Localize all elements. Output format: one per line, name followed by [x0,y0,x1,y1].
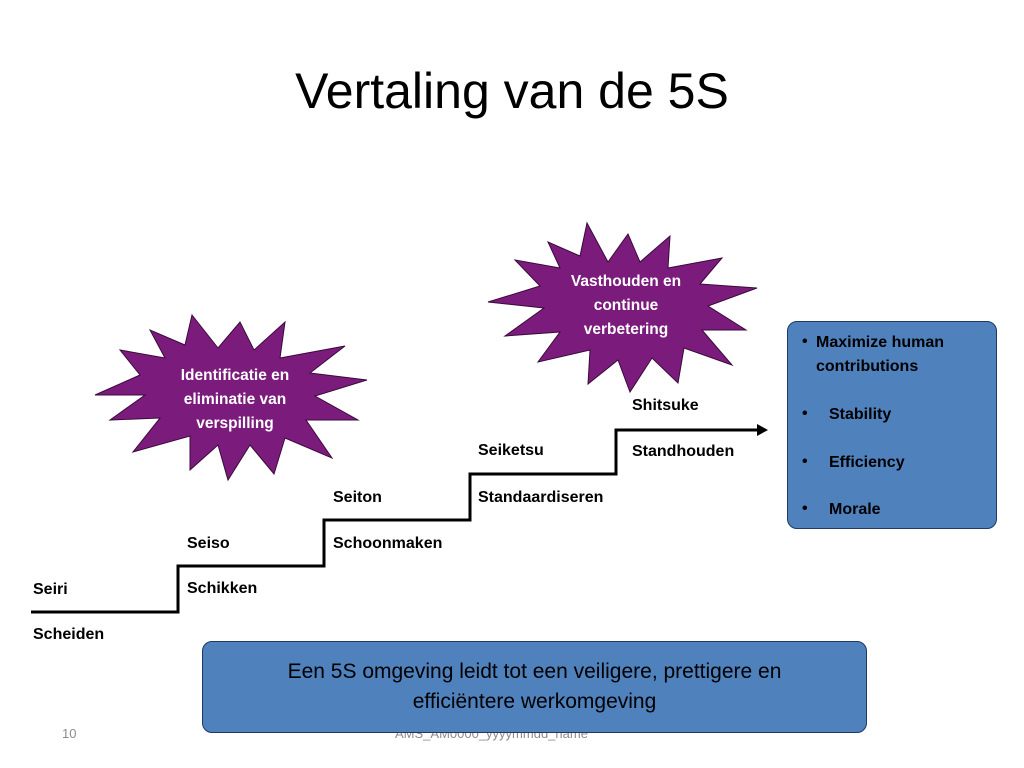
burst-shape-waste [94,313,368,482]
slide-number: 10 [62,726,77,741]
burst-shape-improve [487,221,758,394]
burst-text-waste: Identificatie en eliminatie van verspill… [180,367,290,432]
conclusion-box: Een 5S omgeving leidt tot een veiligere,… [202,641,867,733]
staircase-arrowhead [757,424,768,436]
burst-text-improve: Vasthouden en continue verbetering [570,273,682,338]
staircase-line [31,428,760,614]
bullet-icon: • [802,333,808,350]
step-seiso-label: Seiso [187,535,230,552]
step-seiso-translation: Schikken [187,580,258,597]
benefits-box: • Maximize human contributions • Stabili… [787,321,997,529]
benefit-morale: Morale [829,501,881,518]
step-seiri-translation: Scheiden [33,626,105,643]
step-shitsuke-translation: Standhouden [632,443,735,460]
step-shitsuke-label: Shitsuke [632,397,699,414]
step-seiton-label: Seiton [333,489,382,506]
bullet-icon: • [802,500,808,517]
step-seiketsu-label: Seiketsu [478,442,544,459]
slide-title: Vertaling van de 5S [295,63,729,119]
bullet-icon: • [802,405,808,422]
bullet-icon: • [802,453,808,470]
step-seiketsu-translation: Standaardiseren [478,489,604,506]
step-seiton-translation: Schoonmaken [333,535,443,552]
conclusion-text: Een 5S omgeving leidt tot een veiligere,… [287,660,782,713]
benefits-heading: Maximize human contributions [816,334,945,375]
benefit-stability: Stability [829,406,892,423]
step-seiri-label: Seiri [33,581,68,598]
benefit-efficiency: Efficiency [829,454,905,471]
